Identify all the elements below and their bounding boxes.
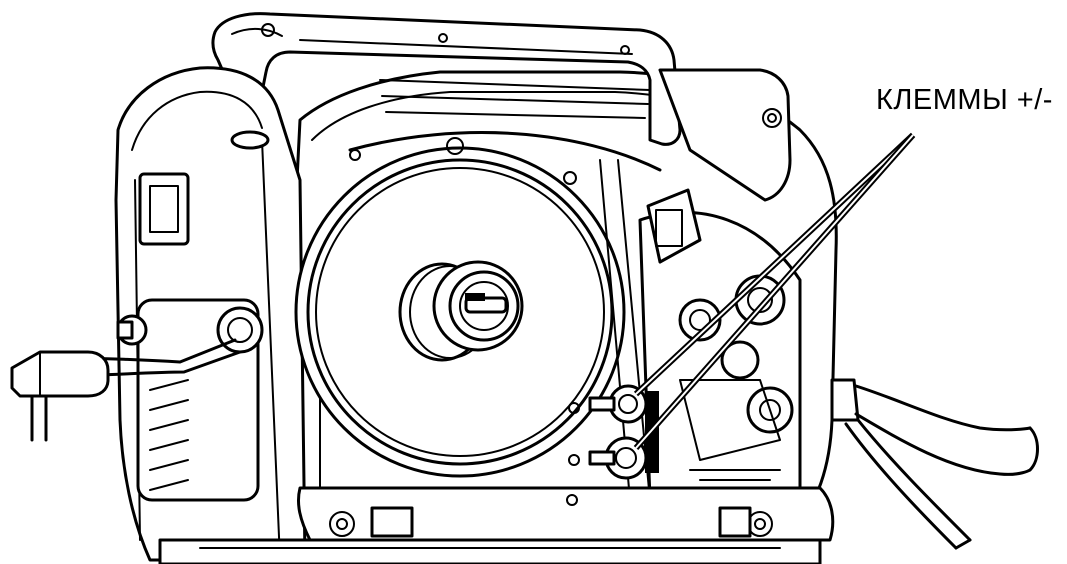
terminals-callout-label: КЛЕММЫ +/- [876, 84, 1053, 116]
callout-leaders [633, 132, 916, 450]
wire-spool [294, 137, 626, 478]
left-side-panel [114, 66, 307, 562]
torch-hose [830, 378, 1039, 550]
power-plug [10, 338, 242, 442]
right-top-cover [658, 68, 792, 202]
base [158, 486, 835, 564]
